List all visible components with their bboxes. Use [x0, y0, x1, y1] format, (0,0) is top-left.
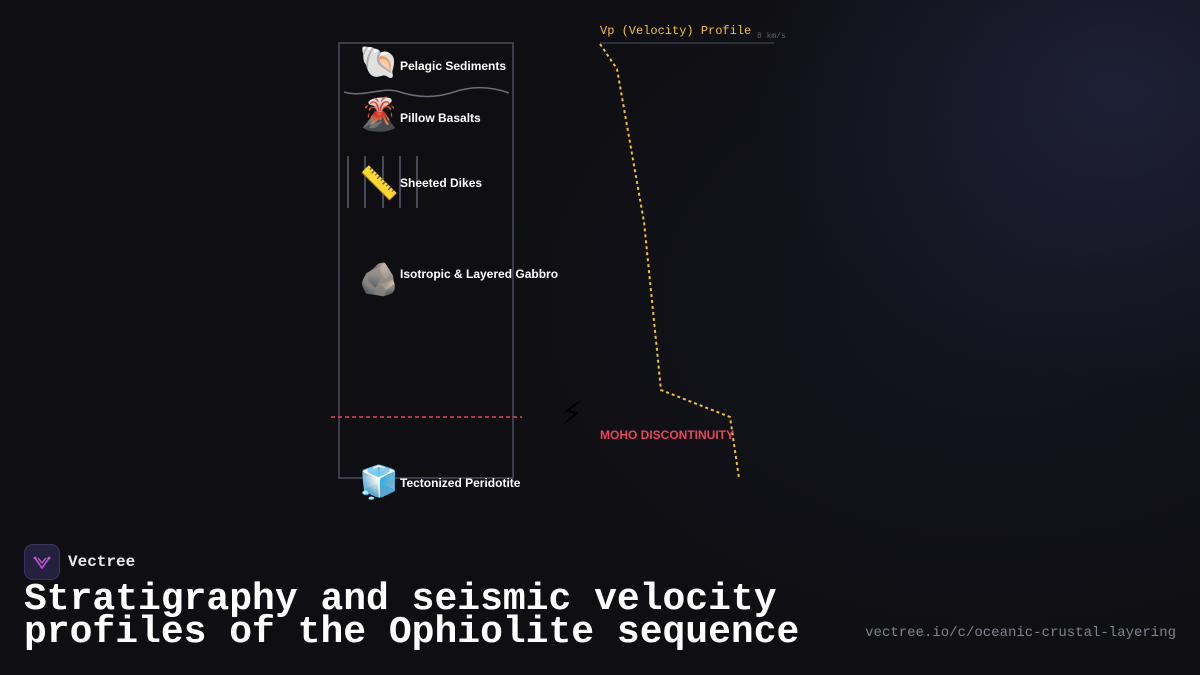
page-title: Stratigraphy and seismic velocity profil…	[24, 578, 800, 654]
shell-icon: 🐚	[359, 43, 399, 81]
layer-label-gabbro: Isotropic & Layered Gabbro	[400, 267, 559, 281]
unconformity-line	[343, 86, 510, 98]
stratigraphic-column	[338, 42, 514, 479]
brand[interactable]: Vectree	[24, 544, 135, 580]
ice-cube-icon: 🧊	[359, 463, 399, 501]
sheeted-dike-lines	[347, 156, 418, 208]
lightning-icon: ⚡	[560, 394, 584, 434]
profile-title: Vp (Velocity) Profile	[600, 24, 752, 38]
volcano-icon: 🌋	[359, 95, 399, 133]
layer-label-pelagic-sediments: Pelagic Sediments	[400, 59, 507, 73]
velocity-profile-line	[599, 43, 740, 479]
axis-unit-label: 8 km/s	[757, 32, 786, 41]
source-url[interactable]: vectree.io/c/oceanic-crustal-layering	[865, 625, 1176, 641]
rock-icon: 🪨	[359, 260, 399, 298]
layer-label-sheeted-dikes: Sheeted Dikes	[400, 176, 483, 190]
brand-name: Vectree	[68, 553, 136, 571]
moho-label: MOHO DISCONTINUITY	[600, 428, 734, 442]
layer-label-pillow-basalts: Pillow Basalts	[400, 111, 481, 125]
layer-label-peridotite: Tectonized Peridotite	[400, 476, 521, 490]
vectree-logo-icon	[24, 544, 60, 580]
ruler-icon: 📏	[359, 164, 399, 202]
